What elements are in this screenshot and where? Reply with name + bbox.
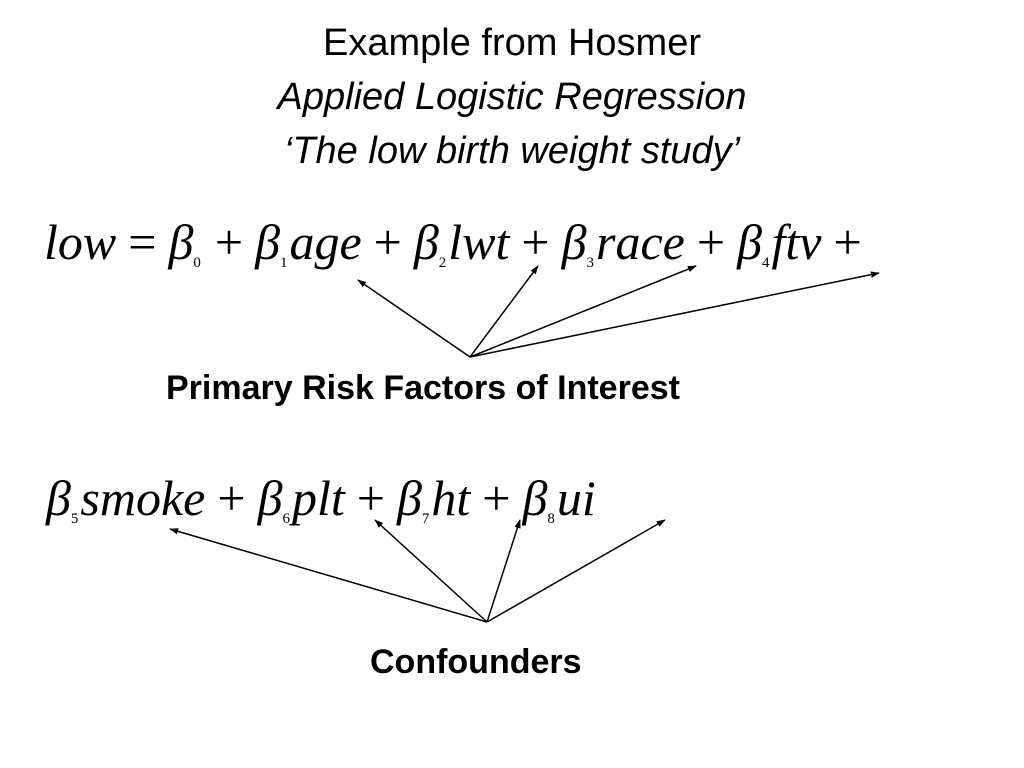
eq-plus: + [214,214,244,270]
beta-subscript: 8 [547,511,555,527]
beta-symbol: β [255,214,280,270]
eq-variable-race: race [596,214,685,270]
title-line-3: ‘The low birth weight study’ [283,130,741,172]
eq-lhs: low [44,214,117,270]
equation-confounders: β5smoke+β6plt+β7ht+β8ui [46,468,596,541]
beta-symbol: β [46,470,71,526]
beta-subscript: 4 [761,255,770,271]
arrow-to-ht [486,519,521,623]
eq-plus: + [217,470,246,526]
beta-subscript: 0 [193,255,201,271]
eq-plus-trailing: + [833,214,862,270]
eq-plus: + [521,214,550,270]
beta-symbol: β [396,470,422,526]
beta-symbol: β [168,214,194,270]
eq-variable-ftv: ftv [771,214,822,270]
beta-symbol: β [413,214,439,270]
eq-plus: + [482,470,511,526]
beta-subscript: 7 [421,511,430,527]
eq-plus: + [696,214,726,270]
beta-subscript: 2 [438,255,447,271]
beta-symbol: β [522,470,548,526]
beta-subscript: 3 [586,255,595,271]
eq-variable-lwt: lwt [448,214,510,270]
slide-title: Example from Hosmer Applied Logistic Reg… [0,16,1024,178]
eq-variable-plt: plt [291,470,345,526]
equation-primary: low=β0+β1age+β2lwt+β3race+β4ftv+ [44,212,874,285]
eq-equals: = [128,214,157,270]
confounders-label: Confounders [370,643,582,681]
arrow-to-smoke [169,528,488,623]
eq-variable-ht: ht [431,470,471,526]
arrow-to-ui [486,519,666,623]
arrow-to-age [357,279,471,358]
arrow-to-race [469,265,697,358]
beta-subscript: 5 [70,511,79,527]
arrow-to-plt [374,519,488,623]
title-line-2: Applied Logistic Regression [277,76,747,118]
eq-variable-age: age [289,214,362,270]
beta-symbol: β [737,214,762,270]
beta-subscript: 6 [282,511,290,527]
beta-subscript: 1 [279,255,288,271]
title-line-1: Example from Hosmer [323,22,701,64]
eq-plus: + [356,470,385,526]
eq-variable-smoke: smoke [80,470,206,526]
beta-symbol: β [561,214,587,270]
arrow-to-ftv [469,271,880,358]
arrow-to-lwt [469,265,539,358]
beta-symbol: β [257,470,283,526]
eq-variable-ui: ui [556,470,596,526]
eq-plus: + [373,214,402,270]
primary-risk-factors-label: Primary Risk Factors of Interest [166,369,680,407]
